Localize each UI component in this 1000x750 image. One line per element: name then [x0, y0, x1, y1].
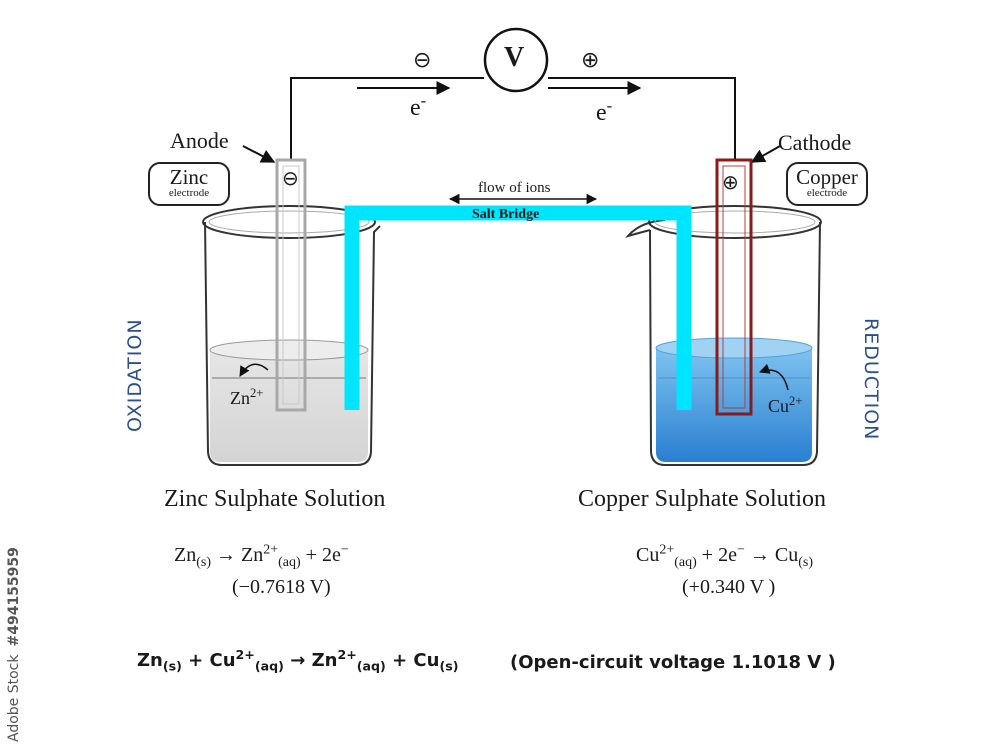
eq-sub: (aq) — [278, 555, 301, 570]
eq-term: Zn — [241, 544, 264, 566]
eq-sup: − — [736, 542, 745, 558]
overall-sub: (s) — [162, 658, 182, 674]
electron-symbol: e — [596, 100, 607, 126]
anode-pointer — [242, 145, 276, 163]
zinc-half-reaction: Zn(s) → Zn2+(aq) + 2e− — [174, 542, 349, 570]
reaction-arrow: → — [216, 544, 236, 566]
copper-beaker — [625, 205, 822, 466]
electron-label-right: e- — [596, 97, 612, 127]
eq-sup: 2+ — [263, 542, 279, 558]
zinc-beaker — [202, 205, 381, 466]
open-circuit-voltage: (Open-circuit voltage 1.1018 V ) — [510, 652, 836, 673]
copper-potential: (+0.340 V ) — [682, 576, 776, 598]
overall-term: + Cu — [392, 650, 440, 671]
copper-solution-label: Copper Sulphate Solution — [578, 486, 826, 512]
copper-ion-symbol: Cu — [768, 396, 790, 416]
zinc-electrode — [275, 158, 307, 412]
oxidation-label: OXIDATION — [124, 318, 146, 432]
wire — [290, 77, 736, 160]
zinc-ion-label: Zn2+ — [230, 386, 264, 409]
anode-electrode-box: Zinc electrode — [148, 162, 230, 206]
electron-label-left: e- — [410, 92, 426, 122]
overall-term: Zn — [137, 650, 163, 671]
cathode-metal: Copper — [796, 165, 858, 189]
eq-sub: (s) — [798, 555, 813, 570]
positive-terminal-icon: ⊕ — [581, 48, 600, 73]
reduction-label: REDUCTION — [860, 318, 882, 441]
overall-sub: (aq) — [356, 658, 386, 674]
stock-id-watermark: Adobe Stock #494155959 — [6, 547, 22, 742]
zinc-solution-label: Zinc Sulphate Solution — [164, 486, 386, 512]
anode-sub: electrode — [168, 187, 210, 199]
reaction-arrow: → — [749, 544, 770, 566]
anode-title: Anode — [170, 128, 229, 153]
anode-metal: Zinc — [169, 165, 209, 189]
copper-ion-charge: 2+ — [789, 394, 803, 408]
overall-sub: (aq) — [254, 658, 284, 674]
eq-term: Cu — [636, 544, 660, 566]
eq-term: + 2e — [701, 544, 737, 566]
copper-ion-arrow — [759, 363, 789, 391]
cathode-sub: electrode — [806, 187, 848, 199]
cathode-sign-icon: ⊕ — [722, 170, 739, 194]
zinc-ion-charge: 2+ — [250, 386, 264, 400]
zinc-potential: (−0.7618 V) — [232, 576, 331, 598]
overall-sub: (s) — [439, 658, 459, 674]
overall-sup: 2+ — [337, 647, 357, 662]
stock-id: #494155959 — [6, 547, 22, 647]
overall-term: + Cu — [188, 650, 236, 671]
voltmeter-circle — [483, 27, 549, 93]
eq-sup: 2+ — [659, 542, 675, 558]
negative-terminal-icon: ⊖ — [413, 48, 432, 73]
eq-sub: (s) — [196, 555, 211, 570]
copper-ion-label: Cu2+ — [768, 394, 803, 417]
eq-sup: − — [340, 542, 349, 558]
copper-electrode — [715, 158, 753, 416]
electron-charge: - — [420, 91, 427, 110]
electron-charge: - — [606, 96, 613, 115]
eq-sub: (aq) — [674, 555, 697, 570]
zinc-ion-arrow — [239, 363, 269, 377]
eq-term: + 2e — [305, 544, 341, 566]
voltmeter-label: V — [504, 42, 525, 73]
eq-term: Zn — [174, 544, 197, 566]
flow-of-ions-label: flow of ions — [478, 180, 551, 196]
salt-bridge-label: Salt Bridge — [472, 207, 540, 222]
cathode-title: Cathode — [778, 130, 852, 155]
overall-sup: 2+ — [235, 647, 255, 662]
overall-reaction: Zn(s) + Cu2+(aq) → Zn2+(aq) + Cu(s) — [137, 647, 459, 674]
overall-term: Zn — [311, 650, 338, 671]
electron-symbol: e — [410, 95, 421, 121]
salt-bridge-tube — [344, 205, 692, 410]
eq-term: Cu — [774, 544, 799, 566]
stock-brand: Adobe Stock — [6, 654, 22, 742]
cathode-pointer — [750, 145, 781, 163]
reaction-arrow: → — [290, 650, 306, 671]
anode-sign-icon: ⊖ — [282, 166, 299, 190]
copper-half-reaction: Cu2+(aq) + 2e− → Cu(s) — [636, 542, 813, 570]
cathode-electrode-box: Copper electrode — [786, 162, 868, 206]
zinc-ion-symbol: Zn — [230, 388, 250, 408]
